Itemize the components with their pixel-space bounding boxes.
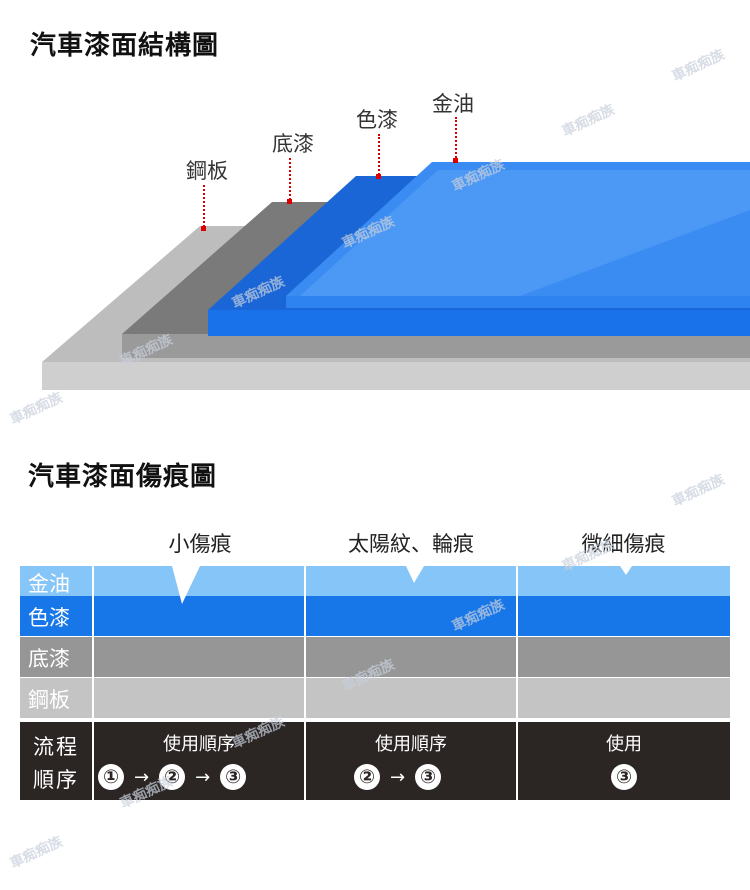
row-clear-coat bbox=[20, 566, 730, 596]
column-divider-3 bbox=[516, 566, 518, 718]
arrow-right-icon: → bbox=[134, 766, 150, 788]
process-title-line1: 流程 bbox=[33, 735, 79, 759]
column-divider-1 bbox=[92, 566, 94, 718]
process-divider-2 bbox=[304, 722, 306, 800]
column-divider-2 bbox=[304, 566, 306, 718]
row-steel bbox=[20, 678, 730, 718]
primer-label: 底漆 bbox=[272, 132, 314, 156]
structure-title: 汽車漆面結構圖 bbox=[30, 31, 220, 61]
process-title-line2: 順序 bbox=[33, 768, 79, 792]
row-base-coat bbox=[20, 596, 730, 636]
process-steps-col1: ① → ② → ③ bbox=[98, 764, 247, 790]
paint-layer-illustration bbox=[42, 162, 750, 390]
row-label-base-coat: 色漆 bbox=[28, 606, 70, 630]
column-header-minor-scratch: 小傷痕 bbox=[168, 532, 232, 556]
primer-leader-line bbox=[289, 158, 291, 200]
process-label-col3: 使用 bbox=[606, 734, 642, 755]
row-label-primer: 底漆 bbox=[28, 647, 70, 671]
clear-coat-label: 金油 bbox=[432, 92, 474, 116]
primer-leader-dot bbox=[287, 199, 292, 204]
process-steps-col2: ② → ③ bbox=[354, 764, 442, 790]
primer-layer-front bbox=[122, 334, 750, 358]
row-label-steel: 鋼板 bbox=[28, 688, 70, 712]
clear-coat-layer-front bbox=[286, 296, 750, 308]
base-coat-layer-front bbox=[208, 310, 750, 336]
steel-label: 鋼板 bbox=[186, 159, 228, 183]
process-label-col1: 使用順序 bbox=[163, 734, 235, 755]
steel-leader-dot bbox=[201, 226, 206, 231]
process-divider-3 bbox=[516, 722, 518, 800]
clear-coat-leader-line bbox=[455, 117, 457, 161]
row-label-clear-coat: 金油 bbox=[28, 572, 70, 596]
base-coat-leader-dot bbox=[376, 174, 381, 179]
clear-coat-highlight bbox=[300, 170, 750, 296]
scratch-deep bbox=[172, 566, 200, 604]
steel-layer-front bbox=[42, 362, 750, 390]
step-badge: ③ bbox=[220, 764, 247, 790]
row-primer bbox=[20, 637, 730, 677]
scratch-medium bbox=[406, 566, 424, 583]
step-badge: ③ bbox=[611, 764, 637, 790]
base-coat-leader-line bbox=[378, 134, 380, 175]
arrow-right-icon: → bbox=[390, 766, 406, 788]
clear-coat-leader-dot bbox=[453, 158, 458, 163]
process-label-col2: 使用順序 bbox=[375, 734, 447, 755]
arrow-right-icon: → bbox=[195, 766, 211, 788]
column-header-swirl-marks: 太陽紋、輪痕 bbox=[348, 532, 474, 556]
base-coat-label: 色漆 bbox=[356, 108, 398, 132]
step-badge: ③ bbox=[415, 764, 442, 790]
column-header-fine-scratch: 微細傷痕 bbox=[581, 532, 666, 556]
process-divider-1 bbox=[92, 722, 94, 800]
step-badge: ② bbox=[159, 764, 186, 790]
steel-leader-line bbox=[203, 185, 205, 227]
step-badge: ② bbox=[354, 764, 380, 790]
step-badge: ① bbox=[98, 764, 124, 790]
scratch-fine bbox=[620, 566, 632, 575]
process-steps-col3: ③ bbox=[611, 764, 637, 790]
damage-title: 汽車漆面傷痕圖 bbox=[28, 462, 218, 492]
